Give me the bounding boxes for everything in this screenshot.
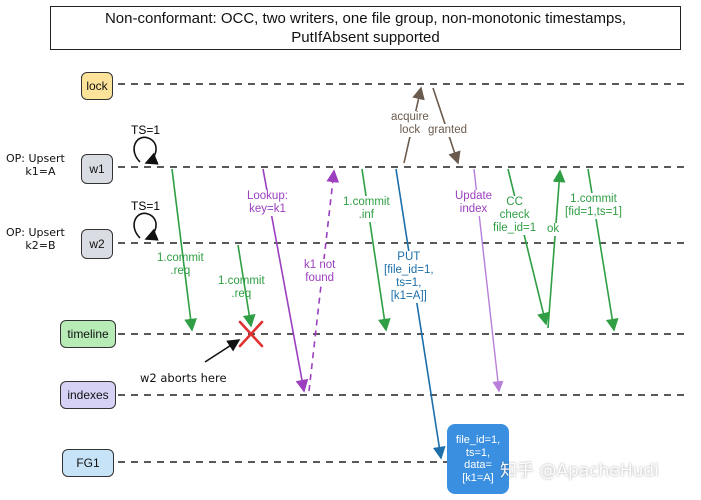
arrow-w2-commit-req [237, 244, 256, 328]
label-cc-check-line-2: check [499, 209, 530, 221]
label-acquire-lock: acquire lock [391, 111, 429, 137]
lane-w1: w1 [81, 154, 113, 184]
title-line-1: Non-conformant: OCC, two writers, one fi… [104, 10, 627, 27]
abort-note: w2 aborts here [140, 371, 227, 385]
label-commit-final-line-1: 1.commit [570, 193, 617, 205]
abort-pointer-arrow [204, 339, 241, 363]
diagram-title: Non-conformant: OCC, two writers, one fi… [50, 6, 681, 50]
label-lookup-line-2: key=k1 [249, 203, 286, 215]
watermark: 知乎 @ApacheHudi [500, 461, 659, 481]
label-w2-commit-req: 1.commit .req [218, 275, 265, 301]
label-commit-inf: 1.commit .inf [343, 196, 390, 222]
label-w1-commit-req-line-1: 1.commit [157, 252, 204, 264]
lane-lock: lock [81, 72, 113, 100]
label-put-line-4: [k1=A]] [390, 290, 427, 302]
label-w2-commit-req-line-1: 1.commit [218, 275, 265, 287]
w2-op-line-2: k2=B [25, 239, 56, 252]
label-put-line-2: [file_id=1, [384, 264, 434, 276]
label-not-found-line-1: k1 not [304, 259, 336, 271]
label-update-index-line-2: index [459, 203, 488, 215]
label-cc-check: CC check file_id=1 [493, 196, 537, 235]
label-update-index: Update index [455, 190, 493, 216]
label-commit-inf-line-1: 1.commit [343, 196, 390, 208]
arrow-cc-check [507, 168, 550, 326]
abort-x-mark [238, 320, 264, 348]
label-put: PUT [file_id=1, ts=1, [k1=A]] [384, 251, 434, 303]
w2-operation: OP: Upsert k2=B [6, 226, 65, 252]
fg1-data-line-2: ts=1, [465, 446, 491, 459]
label-w2-commit-req-line-2: .req [231, 288, 252, 300]
fg1-data-line-3: data= [464, 459, 492, 471]
w1-op-line-2: k1=A [25, 165, 56, 178]
label-ok: ok [547, 223, 560, 236]
label-put-line-3: ts=1, [396, 277, 422, 289]
title-line-2: PutIfAbsent supported [291, 29, 440, 46]
lane-indexes: indexes [60, 381, 116, 409]
label-commit-final-line-2: [fid=1,ts=1] [565, 206, 622, 218]
label-granted: granted [428, 124, 468, 137]
w1-op-line-1: OP: Upsert [6, 152, 65, 165]
w1-operation: OP: Upsert k1=A [6, 152, 65, 178]
label-w1-commit-req: 1.commit .req [157, 252, 204, 278]
label-cc-check-line-3: file_id=1 [493, 222, 537, 234]
arrow-commit-inf [361, 168, 391, 332]
lane-fg1: FG1 [62, 449, 114, 477]
label-acquire-lock-line-1: acquire [391, 111, 429, 123]
label-w1-commit-req-line-2: .req [170, 265, 191, 277]
w2-self-loop [133, 212, 159, 241]
label-put-line-1: PUT [397, 251, 421, 263]
lane-w2: w2 [81, 229, 113, 259]
fg1-data-box: file_id=1, ts=1, data= [k1=A] [447, 424, 509, 494]
label-cc-check-line-1: CC [506, 196, 523, 208]
w1-self-loop [133, 136, 159, 165]
arrow-ok [547, 169, 566, 329]
fg1-data-line-4: [k1=A] [462, 471, 494, 484]
w1-timestamp: TS=1 [131, 123, 161, 137]
lane-timeline: timeline [60, 320, 116, 348]
label-not-found-line-2: found [305, 272, 335, 284]
w2-op-line-1: OP: Upsert [6, 226, 65, 239]
label-not-found: k1 not found [304, 259, 336, 285]
w2-timestamp: TS=1 [131, 199, 161, 213]
fg1-data-line-1: file_id=1, [455, 434, 501, 446]
label-commit-final: 1.commit [fid=1,ts=1] [565, 193, 622, 219]
arrow-w1-commit-req [171, 168, 197, 332]
label-lookup-line-1: Lookup: [247, 190, 288, 202]
label-commit-inf-line-2: .inf [358, 209, 374, 221]
label-lookup: Lookup: key=k1 [247, 190, 288, 216]
label-acquire-lock-line-2: lock [399, 124, 421, 136]
arrow-put [395, 168, 446, 460]
label-update-index-line-1: Update [455, 190, 493, 202]
